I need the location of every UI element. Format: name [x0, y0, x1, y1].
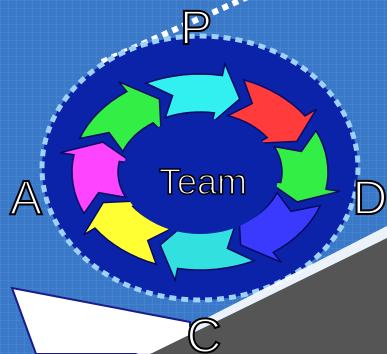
label-a: A: [10, 172, 42, 225]
label-d: D: [353, 172, 387, 225]
center-label: Team: [159, 161, 247, 202]
label-p: P: [180, 2, 212, 55]
label-c: C: [187, 310, 222, 354]
